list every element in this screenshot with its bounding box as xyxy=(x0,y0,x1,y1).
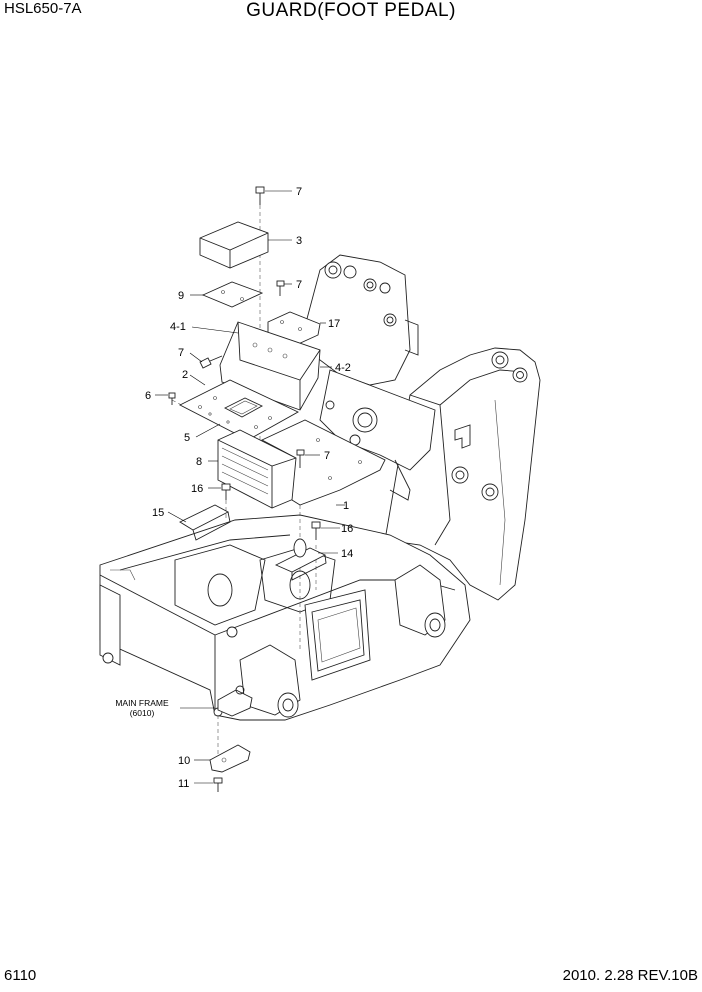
callout-4-1: 4-1 xyxy=(170,321,186,333)
bolt-16-upper xyxy=(221,483,231,500)
callout-17: 17 xyxy=(328,318,340,330)
part-15-bracket xyxy=(179,504,231,541)
callout-14: 14 xyxy=(341,548,353,560)
bolt-7-top xyxy=(255,186,265,205)
callout-10: 10 xyxy=(178,755,190,767)
part-1-plate xyxy=(260,419,386,506)
bolt-7-plate xyxy=(296,449,305,468)
callout-3: 3 xyxy=(296,235,302,247)
callout-6: 6 xyxy=(145,390,151,402)
callout-2: 2 xyxy=(182,369,188,381)
model-code: HSL650-7A xyxy=(4,0,82,17)
callout-7: 7 xyxy=(296,279,302,291)
callout-15: 15 xyxy=(152,507,164,519)
part-10-cover-plate xyxy=(209,744,251,773)
revision-date: 2010. 2.28 REV.10B xyxy=(562,967,698,984)
page-title: GUARD(FOOT PEDAL) xyxy=(246,0,456,21)
bolt-7-mid xyxy=(276,280,285,296)
bolt-16-lower xyxy=(311,521,321,540)
callout-16: 16 xyxy=(341,523,353,535)
part-3-cover xyxy=(199,221,269,269)
frame-cover-plate xyxy=(217,685,253,717)
callout-7: 7 xyxy=(324,450,330,462)
bolt-11 xyxy=(213,777,223,792)
main-frame-label: MAIN FRAME xyxy=(115,698,169,708)
callout-labels: 7 3 7 9 17 4-1 7 4-2 2 6 5 7 8 16 1 15 1… xyxy=(115,186,353,790)
main-frame-ref: (6010) xyxy=(130,708,155,718)
leader-lines xyxy=(155,190,345,784)
callout-9: 9 xyxy=(178,290,184,302)
part-9-plate xyxy=(201,281,264,308)
callout-16: 16 xyxy=(191,483,203,495)
callout-11: 11 xyxy=(178,778,189,790)
part-14-pedal-bracket xyxy=(274,538,327,581)
callout-7: 7 xyxy=(296,186,302,198)
part-8-mat xyxy=(217,429,297,509)
page-number: 6110 xyxy=(4,967,37,984)
callout-5: 5 xyxy=(184,432,190,444)
callout-7: 7 xyxy=(178,347,184,359)
callout-4-2: 4-2 xyxy=(335,362,351,374)
callout-8: 8 xyxy=(196,456,202,468)
part-2-floor-plate xyxy=(179,379,299,441)
bolt-7-side xyxy=(199,355,223,369)
bolt-6 xyxy=(168,392,176,405)
callout-1: 1 xyxy=(343,500,349,512)
main-frame xyxy=(99,254,541,721)
